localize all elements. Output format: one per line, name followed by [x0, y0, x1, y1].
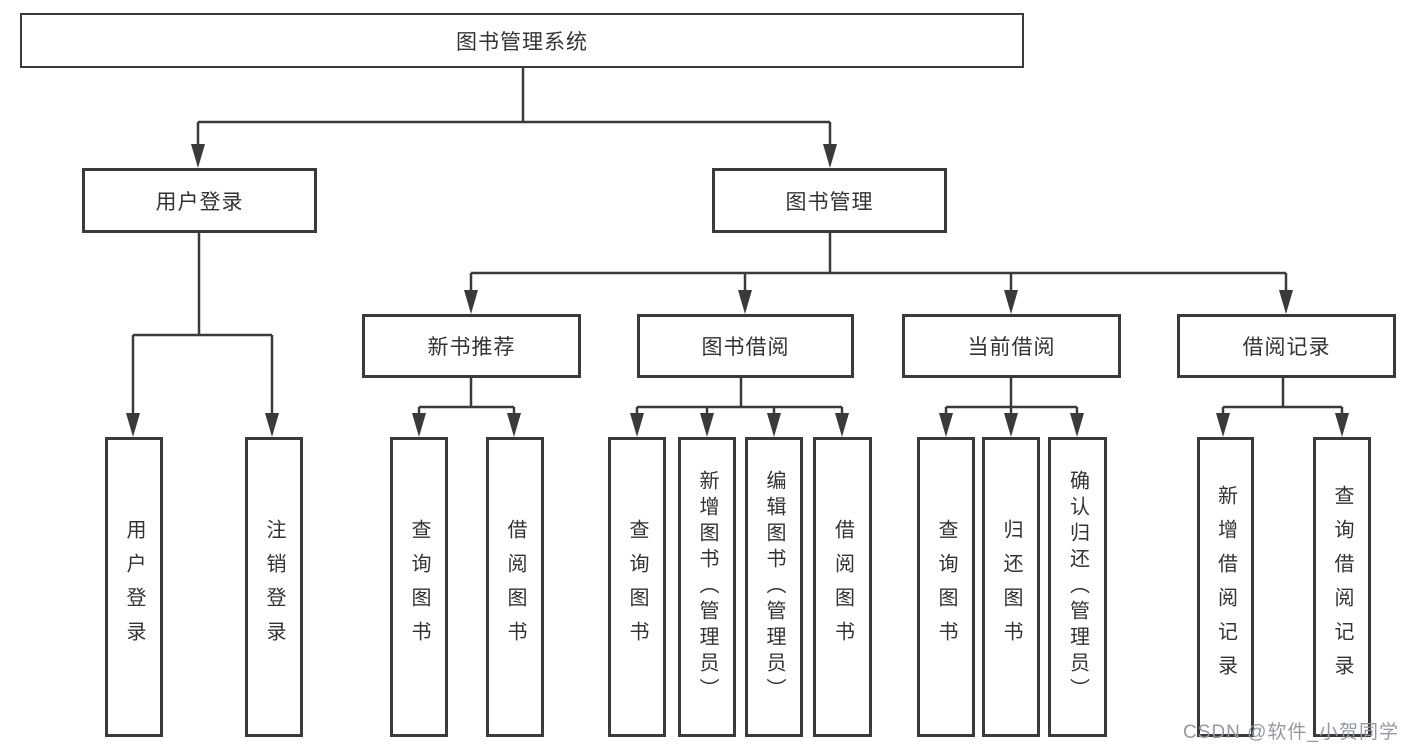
- node-label: 新增图书（管理员）: [696, 470, 718, 704]
- node-label: 新增借阅记录: [1214, 485, 1237, 689]
- node-bb-query-books: 查询图书: [608, 437, 666, 737]
- node-borrowing-records: 借阅记录: [1177, 314, 1396, 378]
- csdn-watermark: CSDN @软件_小贺同学: [1183, 722, 1399, 743]
- node-book-borrowing: 图书借阅: [637, 314, 854, 378]
- node-label: 图书管理系统: [456, 30, 588, 54]
- node-label: 归还图书: [1000, 519, 1022, 655]
- arrowhead-icons: [126, 144, 1349, 437]
- node-bb-edit-books-admin: 编辑图书（管理员）: [745, 437, 803, 737]
- node-user-login: 用户登录: [82, 168, 317, 233]
- node-label: 编辑图书（管理员）: [763, 470, 785, 704]
- node-label: 当前借阅: [967, 336, 1056, 359]
- node-bb-add-books-admin: 新增图书（管理员）: [678, 437, 736, 737]
- node-rec-query-books: 查询图书: [390, 437, 448, 737]
- node-label: 查询借阅记录: [1331, 485, 1353, 689]
- node-library-management-system: 图书管理系统: [20, 13, 1024, 68]
- node-br-add-record: 新增借阅记录: [1197, 437, 1254, 737]
- node-rec-borrow-books: 借阅图书: [486, 437, 544, 737]
- node-label: 借阅图书: [504, 519, 526, 655]
- node-label: 图书管理: [785, 190, 874, 214]
- node-br-query-record: 查询借阅记录: [1313, 437, 1371, 737]
- node-current-borrowing: 当前借阅: [902, 314, 1121, 378]
- node-label: 查询图书: [626, 519, 648, 655]
- node-label: 借阅记录: [1242, 336, 1331, 359]
- node-label: 借阅图书: [831, 519, 854, 655]
- node-label: 查询图书: [935, 519, 957, 655]
- node-label: 确认归还（管理员）: [1066, 470, 1089, 704]
- node-cb-query-books: 查询图书: [917, 437, 975, 737]
- node-label: 注销登录: [263, 519, 285, 655]
- node-label: 用户登录: [123, 519, 145, 655]
- node-user-login-leaf: 用户登录: [105, 437, 163, 737]
- node-book-management: 图书管理: [712, 168, 947, 233]
- node-label: 用户登录: [155, 190, 244, 214]
- node-label: 查询图书: [408, 519, 430, 655]
- node-logout: 注销登录: [245, 437, 303, 737]
- node-cb-return-books: 归还图书: [982, 437, 1040, 737]
- node-label: 新书推荐: [427, 336, 516, 359]
- node-label: 图书借阅: [701, 336, 790, 359]
- node-new-book-recommend: 新书推荐: [362, 314, 581, 378]
- node-cb-confirm-return-admin: 确认归还（管理员）: [1048, 437, 1107, 737]
- node-bb-borrow-books: 借阅图书: [813, 437, 872, 737]
